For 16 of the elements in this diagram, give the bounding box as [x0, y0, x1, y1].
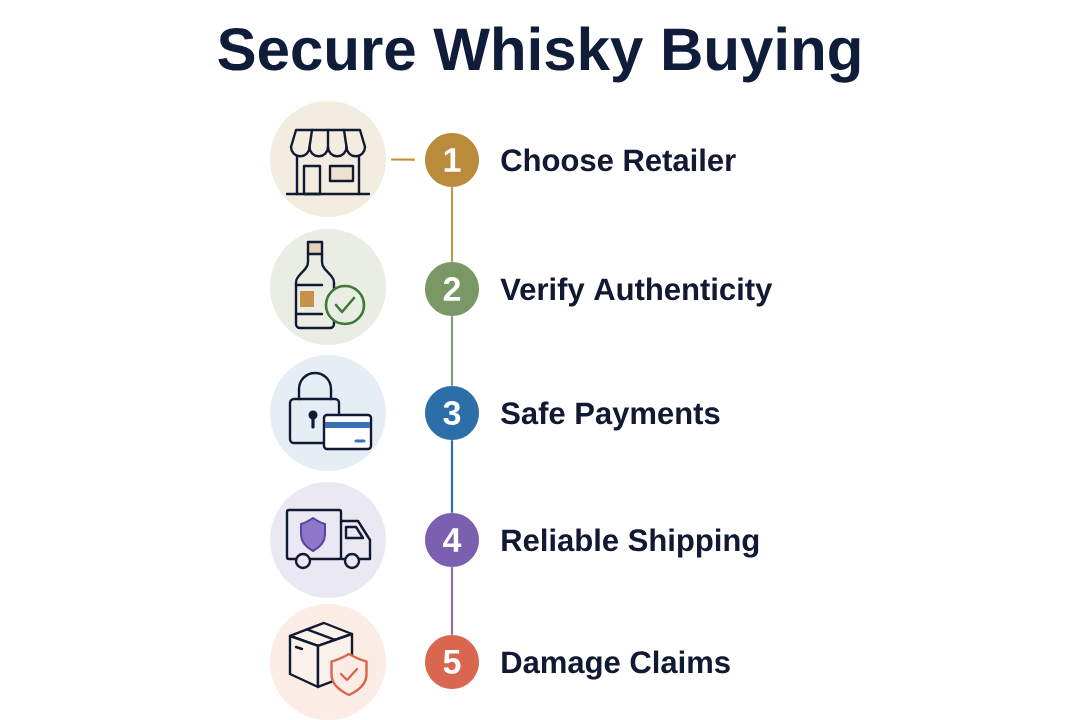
connector-line	[450, 440, 454, 513]
connector-line	[450, 187, 454, 262]
step-label: Damage Claims	[502, 650, 730, 680]
connector-line	[391, 158, 415, 161]
title: Secure Whisky Buying	[218, 26, 860, 83]
step-label: Safe Payments	[501, 401, 720, 431]
bottle-check-icon	[270, 229, 386, 345]
lock-card-icon	[270, 355, 386, 471]
truck-shield-icon	[270, 482, 386, 598]
store-icon	[270, 101, 386, 217]
step-label: Reliable Shipping	[502, 528, 759, 558]
step-label: Choose Retailer	[501, 148, 736, 172]
step-label: Verify Authenticity	[500, 277, 773, 307]
connector-line	[450, 316, 454, 386]
connector-line	[450, 567, 454, 635]
box-shield-icon	[270, 604, 386, 720]
